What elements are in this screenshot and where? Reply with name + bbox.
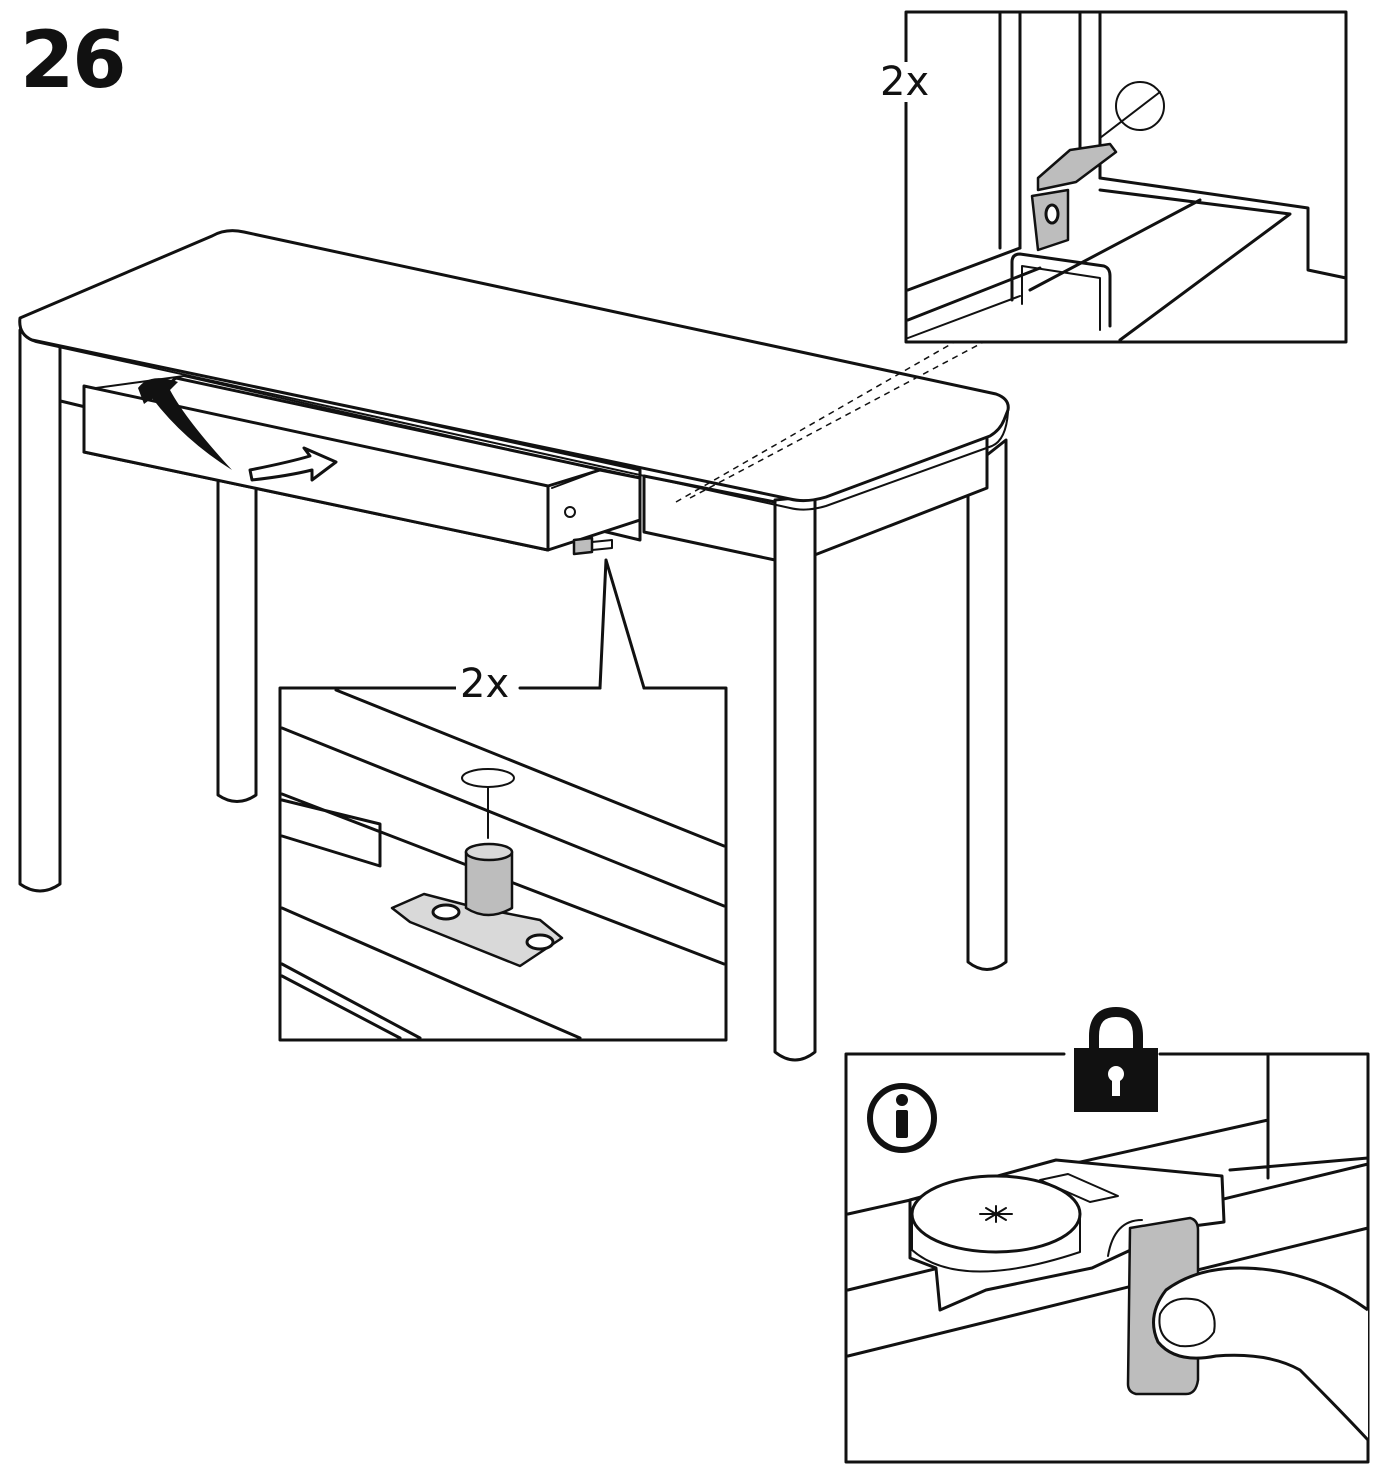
mounting-hole (1115, 81, 1165, 131)
quantity-label-top-right: 2x (876, 62, 934, 102)
plate-hole-left (431, 903, 461, 921)
desk-leg-back-right (966, 438, 1008, 971)
quantity-label-middle: 2x (456, 664, 514, 704)
desk-leg-front-left (18, 328, 62, 893)
desk (18, 229, 1010, 1062)
pin-post (464, 850, 514, 917)
callout-leader-b (689, 335, 996, 499)
wire-bracket-inner (1021, 265, 1101, 331)
drawer-push-arrow (248, 446, 338, 482)
callout-top-right (904, 10, 1348, 344)
callout-middle-frame (278, 686, 728, 1042)
lock-clip-part (1036, 142, 1118, 192)
drawer-runner-clip (572, 536, 594, 556)
finger (1152, 1266, 1370, 1442)
drawer-inner-edge (95, 375, 601, 489)
desk-leg-back-left (216, 478, 258, 803)
cam-slot (1039, 1173, 1119, 1203)
hole-guide-line (1099, 91, 1161, 139)
cabinet-wall-lines (998, 12, 1102, 250)
rail-shadow-line (907, 295, 1021, 339)
info-panel (844, 1006, 1370, 1464)
pin-top (464, 842, 514, 862)
cam-lock-slot (979, 1205, 1013, 1223)
rail-lines (906, 176, 1348, 342)
info-panel-frame (844, 1052, 1370, 1464)
drawer-runner-detail (591, 539, 613, 551)
callout-top-right-frame (904, 10, 1348, 344)
lock-clip-hole (1044, 203, 1060, 225)
cam-lock-side (911, 1213, 1081, 1273)
wire-bracket (1010, 252, 1112, 328)
plate-hole-right (525, 933, 555, 951)
step-number: 26 (20, 16, 127, 106)
desk-tabletop-edge (19, 325, 1009, 511)
fingernail (1158, 1297, 1216, 1348)
callout-leader-middle (598, 558, 646, 690)
drawer-knob (564, 506, 576, 518)
lock-lever-pivot (1107, 1219, 1143, 1257)
desk-leg-front-right (773, 494, 817, 1062)
drawer-flip-arrow (138, 378, 232, 470)
pin-hole (461, 768, 515, 788)
padlock-icon (1074, 1006, 1158, 1112)
callout-leader-a (675, 335, 966, 503)
callout-middle (278, 686, 728, 1042)
info-icon (867, 1083, 937, 1153)
